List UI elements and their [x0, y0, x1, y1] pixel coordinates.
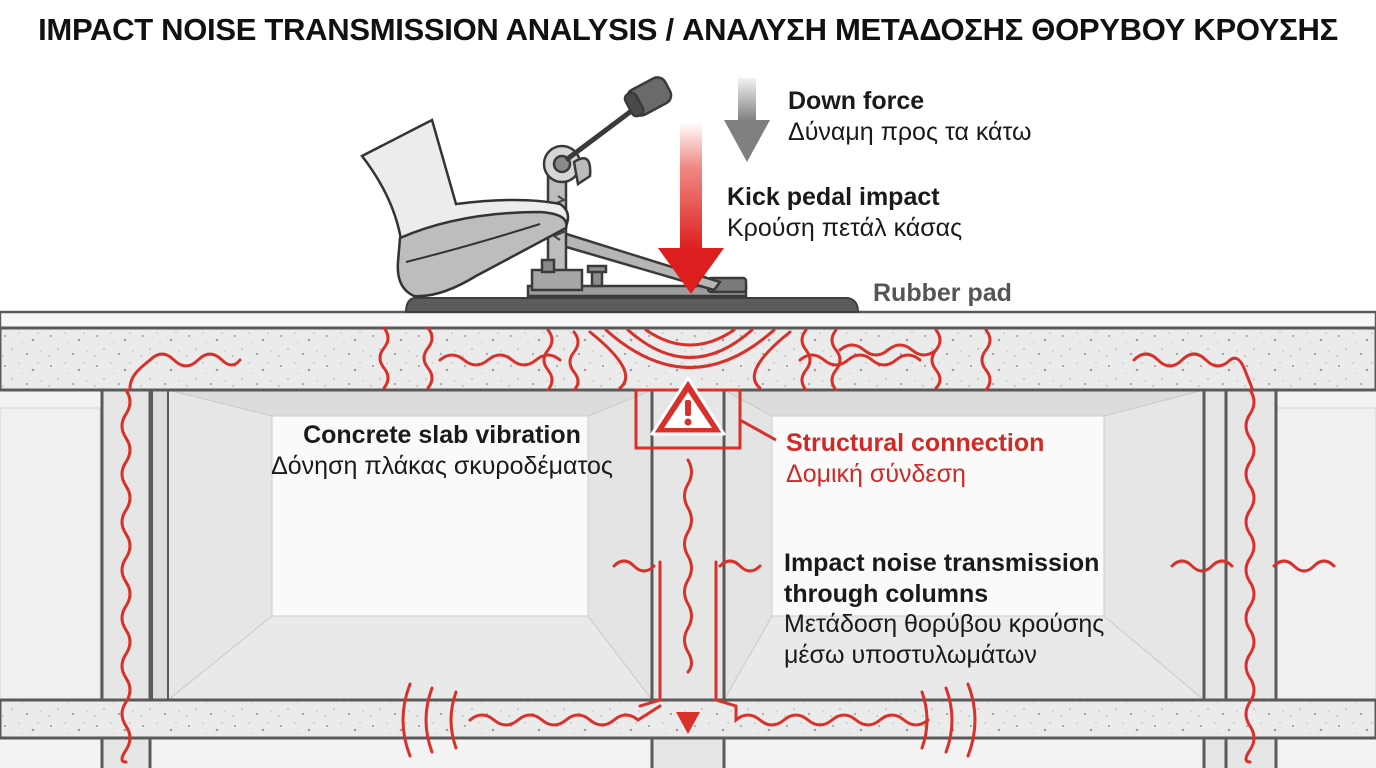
slab-vibration-en: Concrete slab vibration	[303, 421, 581, 449]
warning-icon	[650, 376, 726, 436]
kick-impact-en: Kick pedal impact	[727, 183, 940, 211]
down-arrow-icon	[676, 712, 700, 734]
kick-impact-el: Κρούση πετάλ κάσας	[727, 213, 963, 242]
label-structural-connection: Structural connection Δομική σύνδεση	[786, 428, 1044, 489]
label-down-force: Down force Δύναμη προς τα κάτω	[788, 86, 1032, 147]
impact-arrow-icon	[658, 122, 724, 294]
rubber-pad	[404, 297, 860, 313]
lower-structure	[0, 386, 1376, 768]
foot	[360, 118, 570, 298]
structural-connection-en: Structural connection	[786, 429, 1045, 457]
label-kick-impact: Kick pedal impact Κρούση πετάλ κάσας	[727, 182, 962, 243]
room-left	[167, 389, 653, 701]
column-transmission-el-2: μέσω υποστυλωμάτων	[784, 640, 1037, 669]
label-rubber-pad: Rubber pad	[873, 278, 1012, 309]
down-force-en: Down force	[788, 87, 925, 115]
down-force-arrow-icon	[724, 78, 770, 162]
rubber-pad-en: Rubber pad	[873, 279, 1012, 307]
page-title: IMPACT NOISE TRANSMISSION ANALYSIS / ΑΝΑ…	[38, 12, 1338, 47]
vibration-waves	[120, 326, 1336, 764]
slab-vibration-el: Δόνηση πλάκας σκυροδέματος	[271, 451, 613, 480]
down-force-el: Δύναμη προς τα κάτω	[788, 117, 1032, 146]
label-slab-vibration: Concrete slab vibration Δόνηση πλάκας σκ…	[252, 420, 632, 481]
structural-connection	[634, 376, 777, 450]
column-transmission-en-1: Impact noise transmission	[784, 549, 1100, 577]
structural-connection-el: Δομική σύνδεση	[786, 459, 966, 488]
label-column-transmission: Impact noise transmission through column…	[784, 548, 1104, 670]
column-transmission-el-1: Μετάδοση θορύβου κρούσης	[784, 610, 1105, 638]
column-transmission-en-2: through columns	[784, 579, 989, 608]
room-right	[723, 389, 1205, 701]
